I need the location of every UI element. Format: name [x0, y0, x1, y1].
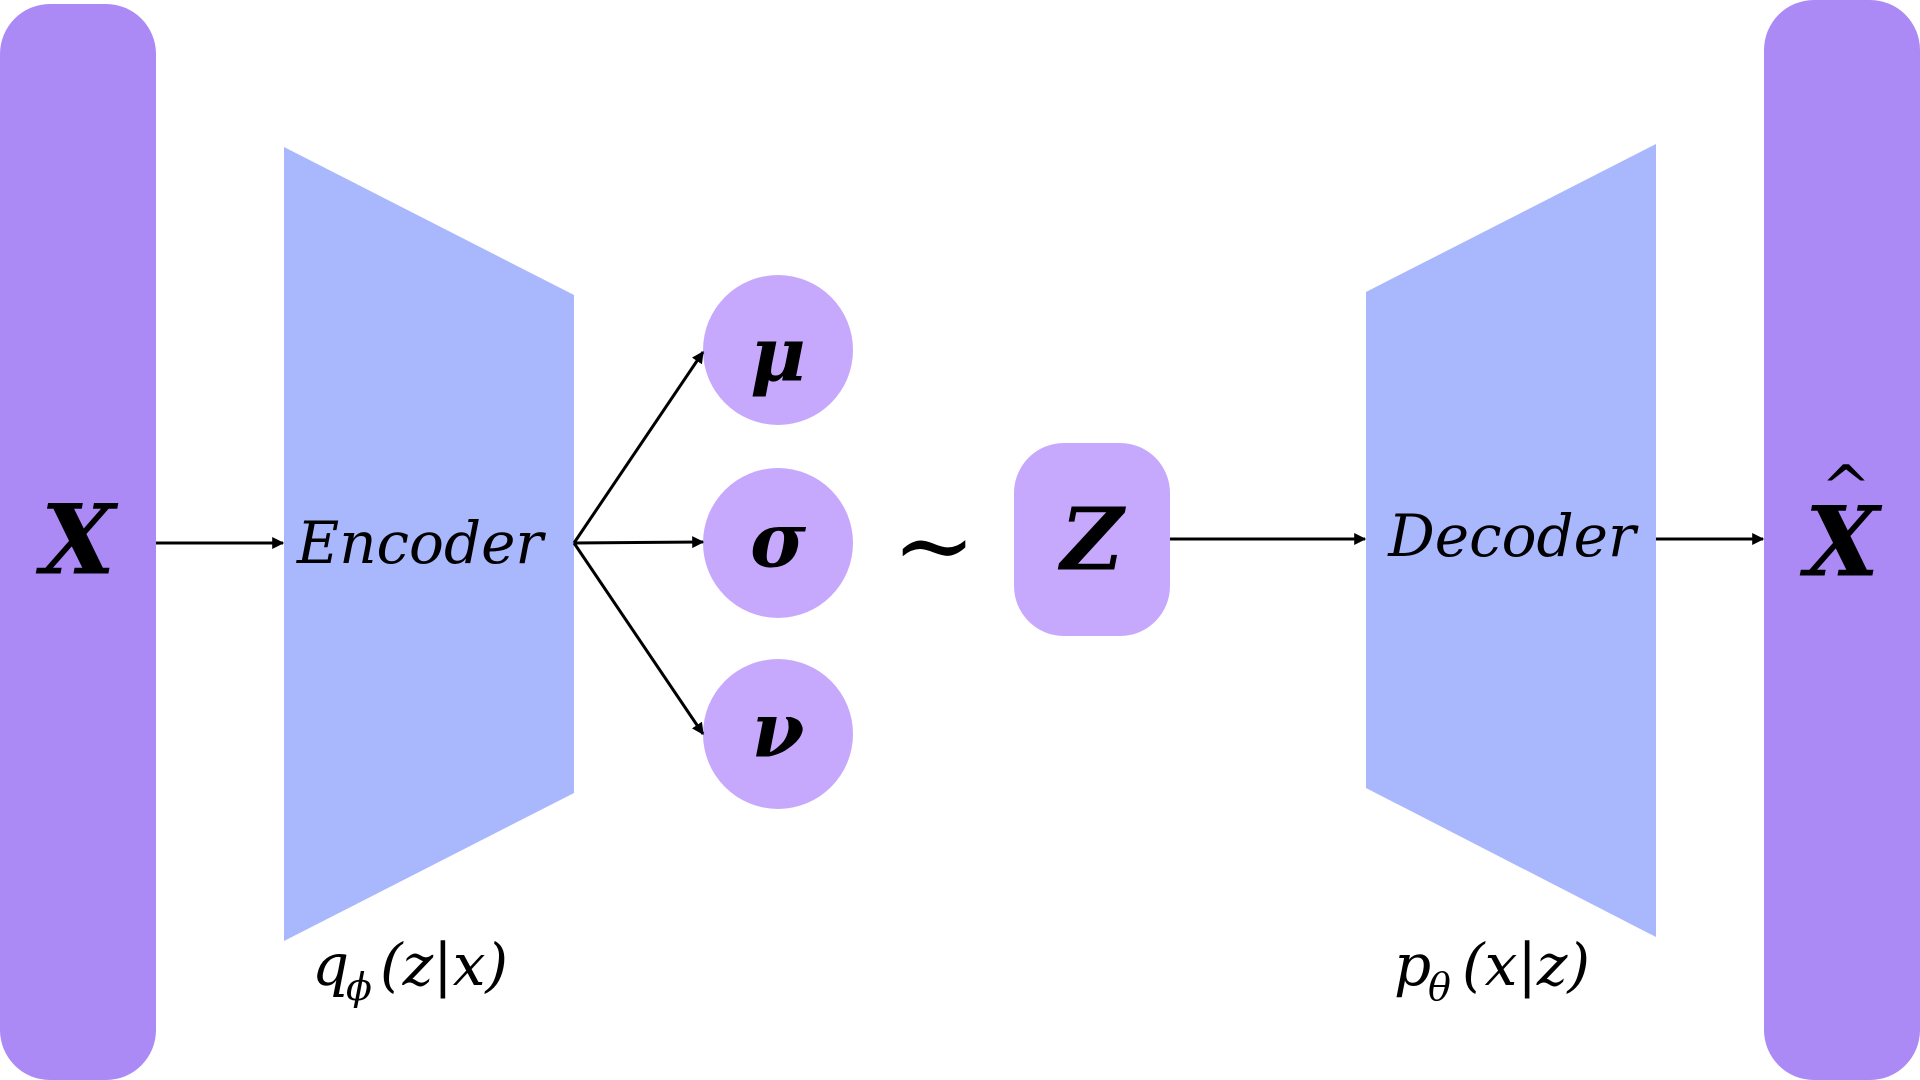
sigma-node: σ — [703, 468, 853, 618]
encoder-dist-sub: ϕ — [346, 965, 372, 1009]
input-symbol: X — [35, 484, 119, 597]
output-symbol: X — [1799, 486, 1883, 599]
encoder-block: Encoder — [284, 147, 574, 941]
output-bar — [1764, 0, 1920, 1080]
nu-node: ν — [703, 659, 853, 809]
decoder-label: Decoder — [1387, 502, 1639, 570]
encoder-dist-base: q — [312, 931, 349, 999]
decoder-dist-args: (x|z) — [1462, 931, 1590, 999]
arrow-encoder-to-sigma — [573, 536, 705, 549]
decoder-dist-sub: θ — [1428, 965, 1451, 1009]
arrow-encoder-to-nu — [572, 542, 705, 735]
encoder-label: Encoder — [296, 509, 547, 577]
encoder-dist-args: (z|x) — [380, 931, 508, 999]
latent-symbol: Z — [1058, 490, 1127, 591]
sigma-symbol: σ — [750, 496, 807, 585]
encoder-distribution: q ϕ (z|x) — [312, 931, 508, 1009]
output-hat: ^ — [1821, 453, 1871, 523]
nu-circle — [703, 659, 853, 809]
encoder-trapezoid — [284, 147, 574, 941]
decoder-dist-base: p — [1394, 931, 1431, 999]
tilde-symbol: ∼ — [892, 487, 976, 604]
nu-symbol: ν — [752, 686, 805, 775]
sigma-circle — [703, 468, 853, 618]
decoder-block: Decoder — [1366, 144, 1656, 937]
output-block: X ^ — [1764, 0, 1920, 1080]
arrows — [156, 351, 1765, 735]
mu-symbol: μ — [750, 310, 806, 399]
input-block: X — [0, 4, 156, 1080]
mu-circle — [703, 275, 853, 425]
param-nodes: μ σ ν — [703, 275, 853, 809]
mu-node: μ — [703, 275, 853, 425]
latent-block: Z — [1014, 443, 1170, 636]
decoder-trapezoid — [1366, 144, 1656, 937]
input-bar — [0, 4, 156, 1080]
arrow-encoder-to-mu — [572, 351, 705, 544]
decoder-distribution: p θ (x|z) — [1394, 931, 1590, 1009]
latent-box — [1014, 443, 1170, 636]
